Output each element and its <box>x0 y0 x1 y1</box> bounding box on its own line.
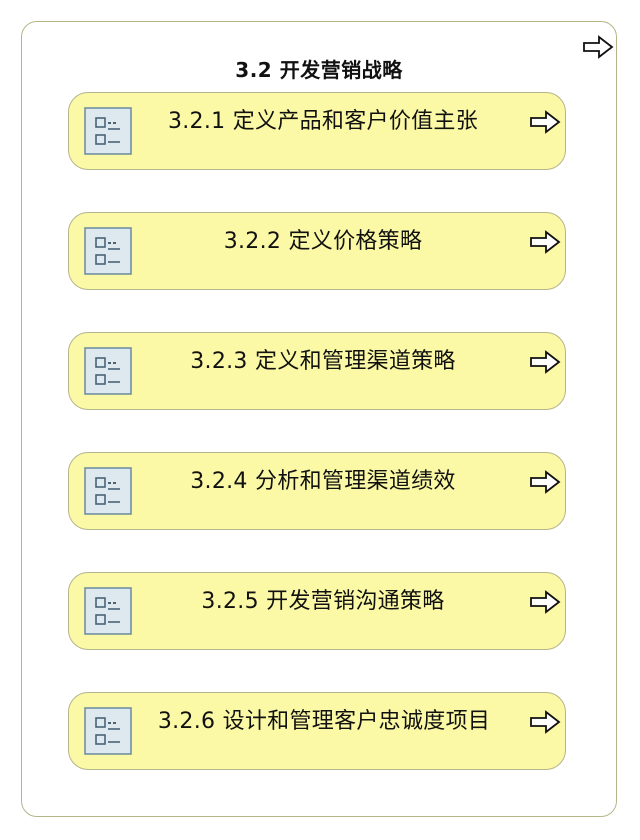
process-item-3-2-5[interactable]: 3.2.5 开发营销沟通策略 <box>68 572 566 650</box>
process-item-label: 3.2.3 定义和管理渠道策略 <box>190 349 456 374</box>
process-list-icon <box>84 467 132 515</box>
drilldown-arrow-icon[interactable] <box>529 350 561 374</box>
process-item-3-2-4[interactable]: 3.2.4 分析和管理渠道绩效 <box>68 452 566 530</box>
drilldown-arrow-icon[interactable] <box>529 470 561 494</box>
process-item-3-2-6[interactable]: 3.2.6 设计和管理客户忠诚度项目 <box>68 692 566 770</box>
process-item-3-2-2[interactable]: 3.2.2 定义价格策略 <box>68 212 566 290</box>
drilldown-arrow-icon[interactable] <box>529 590 561 614</box>
drilldown-arrow-icon[interactable] <box>529 230 561 254</box>
process-item-label: 3.2.6 设计和管理客户忠诚度项目 <box>157 709 491 734</box>
process-item-3-2-3[interactable]: 3.2.3 定义和管理渠道策略 <box>68 332 566 410</box>
process-list-icon <box>84 347 132 395</box>
drilldown-arrow-icon[interactable] <box>529 110 561 134</box>
process-list-icon <box>84 107 132 155</box>
process-list-icon <box>84 587 132 635</box>
group-drilldown-arrow-icon[interactable] <box>582 35 614 59</box>
process-list-icon <box>84 707 132 755</box>
process-item-3-2-1[interactable]: 3.2.1 定义产品和客户价值主张 <box>68 92 566 170</box>
drilldown-arrow-icon[interactable] <box>529 710 561 734</box>
process-list-icon <box>84 227 132 275</box>
process-item-label: 3.2.1 定义产品和客户价值主张 <box>167 109 479 134</box>
group-title: 3.2 开发营销战略 <box>235 58 403 82</box>
process-item-label: 3.2.2 定义价格策略 <box>223 229 423 254</box>
process-item-label: 3.2.5 开发营销沟通策略 <box>201 589 445 614</box>
process-item-label: 3.2.4 分析和管理渠道绩效 <box>190 469 456 494</box>
